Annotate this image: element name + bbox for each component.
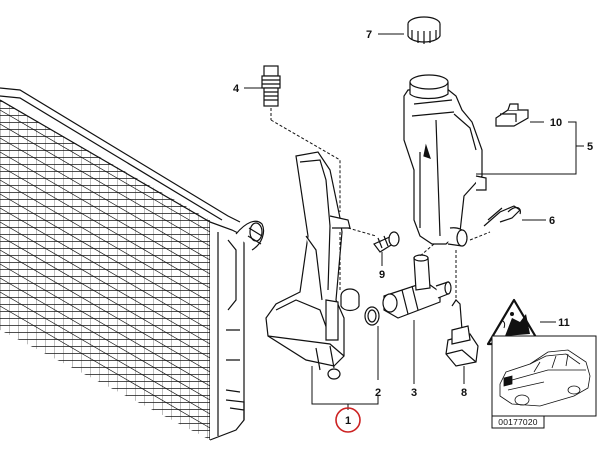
radiator <box>0 87 265 441</box>
expansion-tank-cap <box>407 16 441 44</box>
spring-clip <box>483 205 521 227</box>
tank-bracket <box>265 151 360 380</box>
o-ring <box>364 306 380 326</box>
callout-9: 9 <box>379 269 385 281</box>
callout-1: 1 <box>345 415 351 427</box>
callout-2: 2 <box>375 387 381 399</box>
callout-3: 3 <box>411 387 417 399</box>
vent-valve <box>261 65 281 107</box>
temperature-sensor <box>445 299 479 367</box>
leader-lines <box>244 33 584 410</box>
callout-7: 7 <box>366 29 372 41</box>
callout-5: 5 <box>587 141 593 153</box>
callout-6: 6 <box>549 215 555 227</box>
expansion-tank <box>403 74 487 247</box>
level-sensor <box>382 254 452 319</box>
callout-10: 10 <box>550 117 562 129</box>
vehicle-thumbnail: 00177020 <box>491 335 597 429</box>
thumbnail-code: 00177020 <box>498 417 537 427</box>
callout-11: 11 <box>558 317 570 329</box>
bolt <box>373 231 400 253</box>
callout-1-highlight <box>335 407 361 433</box>
car-outline-icon <box>499 349 591 407</box>
callout-8: 8 <box>461 387 467 399</box>
callout-4: 4 <box>233 83 240 95</box>
mounting-clip <box>495 103 529 127</box>
